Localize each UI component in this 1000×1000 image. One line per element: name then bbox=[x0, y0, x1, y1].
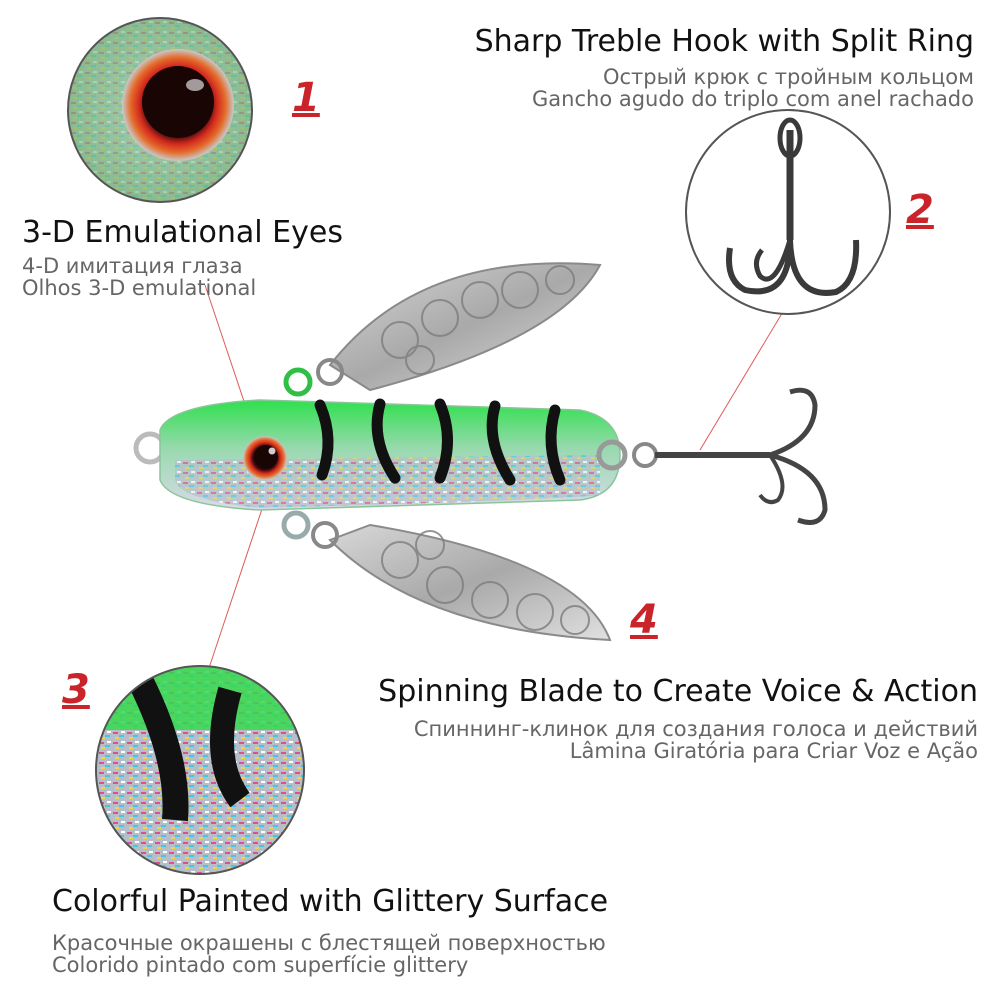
eye-closeup bbox=[68, 18, 252, 202]
feature-eyes: 3-D Emulational Eyes 4-D имитация глаза … bbox=[22, 215, 442, 300]
blade-title: Spinning Blade to Create Voice & Action bbox=[378, 674, 978, 709]
blade-pt: Lâmina Giratória para Criar Voz e Ação bbox=[569, 739, 978, 763]
upper-blade bbox=[283, 262, 602, 397]
number-1: 1 bbox=[292, 75, 320, 121]
feature-blade: Spinning Blade to Create Voice & Action … bbox=[278, 674, 978, 763]
hook-callout-line bbox=[699, 299, 791, 451]
lower-blade bbox=[281, 510, 612, 642]
feature-surface: Colorful Painted with Glittery Surface К… bbox=[52, 884, 752, 977]
hook-closeup bbox=[686, 110, 890, 314]
hook-ru: Острый крюк с тройным кольцом bbox=[602, 65, 974, 89]
feature-hook: Sharp Treble Hook with Split Ring Острый… bbox=[354, 24, 974, 111]
tail-treble-hook bbox=[596, 387, 828, 525]
blade-ru: Спиннинг-клинок для создания голоса и де… bbox=[413, 717, 978, 741]
surface-callout-line bbox=[204, 499, 266, 681]
number-2: 2 bbox=[906, 187, 934, 233]
eyes-title: 3-D Emulational Eyes bbox=[22, 215, 343, 250]
number-4: 4 bbox=[630, 597, 658, 643]
lure-body bbox=[159, 398, 621, 511]
hook-title: Sharp Treble Hook with Split Ring bbox=[474, 24, 974, 59]
number-3: 3 bbox=[62, 667, 90, 713]
hook-pt: Gancho agudo do triplo com anel rachado bbox=[532, 87, 974, 111]
surface-title: Colorful Painted with Glittery Surface bbox=[52, 884, 609, 919]
surface-closeup bbox=[96, 666, 304, 874]
eyes-pt: Olhos 3-D emulational bbox=[22, 276, 257, 300]
eyes-ru: 4-D имитация глаза bbox=[22, 254, 243, 278]
surface-ru: Красочные окрашены с блестящей поверхнос… bbox=[52, 931, 606, 955]
surface-pt: Colorido pintado com superfície glittery bbox=[52, 953, 469, 977]
